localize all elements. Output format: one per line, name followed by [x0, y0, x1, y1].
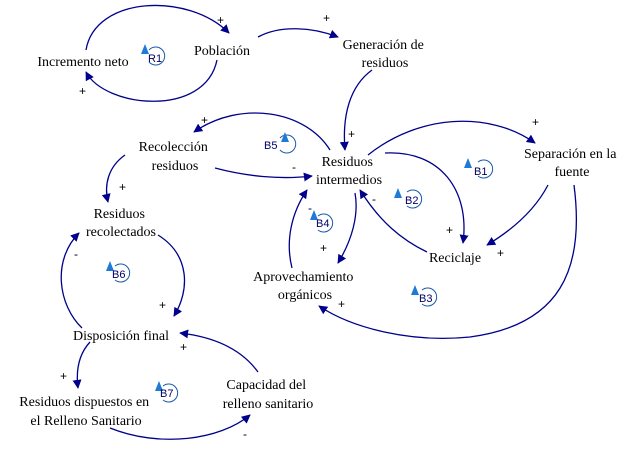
sign-intermedios-to-separacion: + — [532, 115, 539, 129]
node-separacion-fuente[interactable]: Separación en la fuente — [524, 147, 620, 180]
link-aprovechamiento-to-intermedios — [288, 189, 308, 269]
loop-b2-label: B2 — [405, 195, 418, 207]
link-poblacion-to-generacion — [257, 28, 339, 39]
link-incremento-to-poblacion — [85, 4, 230, 51]
loop-b7: B7 — [155, 381, 179, 403]
node-residuos-recolectados[interactable]: Residuos recolectados — [86, 207, 156, 240]
link-disposicion-to-relleno — [72, 341, 91, 389]
loop-b4: B4 — [310, 210, 334, 233]
sign-capacidad-to-disposicion: + — [180, 340, 187, 354]
links — [60, 4, 578, 440]
link-poblacion-to-incremento — [85, 59, 218, 102]
link-recoleccion-to-intermedios — [214, 167, 313, 182]
node-generacion-residuos[interactable]: Generación de residuos — [343, 38, 428, 71]
sign-recoleccion-to-recolectados: + — [119, 180, 126, 194]
sign-aprovechamiento-to-intermedios: - — [308, 201, 312, 215]
link-intermedios-to-separacion — [367, 120, 536, 156]
loop-b7-label: B7 — [160, 388, 173, 400]
sign-incremento-to-poblacion: + — [217, 13, 224, 27]
node-disposicion-final[interactable]: Disposición final — [73, 329, 169, 344]
sign-intermedios-to-reciclaje: + — [446, 223, 453, 237]
node-capacidad-relleno[interactable]: Capacidad del relleno sanitario — [223, 378, 314, 412]
loop-b3-label: B3 — [419, 293, 432, 305]
loop-b6: B6 — [106, 261, 131, 283]
link-intermedios-to-reciclaje — [384, 152, 469, 244]
link-separacion-to-reciclaje — [486, 184, 549, 246]
sign-separacion-to-reciclaje: + — [497, 246, 504, 260]
sign-poblacion-to-generacion: + — [323, 11, 330, 25]
loop-b5-label: B5 — [264, 140, 277, 152]
loop-b2: B2 — [394, 188, 423, 209]
sign-relleno-to-capacidad: - — [243, 427, 247, 441]
nodes: Incremento neto Población Generación de … — [19, 38, 620, 429]
loop-b3: B3 — [411, 285, 438, 307]
loop-b4-label: B4 — [316, 218, 329, 230]
node-reciclaje[interactable]: Reciclaje — [429, 251, 481, 266]
sign-reciclaje-to-intermedios: - — [372, 192, 376, 206]
sign-poblacion-to-incremento: + — [79, 84, 86, 98]
link-generacion-to-intermedios — [339, 69, 373, 151]
node-residuos-intermedios[interactable]: Residuos intermedios — [316, 155, 382, 188]
link-signs: + + + + + - + + + + + - + - + - + - + — [60, 11, 539, 441]
link-capacidad-to-disposicion — [179, 329, 259, 373]
node-incremento-neto[interactable]: Incremento neto — [37, 55, 128, 70]
node-residuos-relleno[interactable]: Residuos dispuestos en el Relleno Sanita… — [19, 395, 152, 429]
sign-separacion-to-aprovechamiento: + — [338, 297, 345, 311]
link-intermedios-to-aprovechamiento — [337, 192, 357, 264]
link-disposicion-to-recolectados — [60, 232, 83, 329]
sign-disposicion-to-relleno: + — [60, 369, 67, 383]
loop-b1-label: B1 — [474, 166, 487, 178]
sign-generacion-to-intermedios: + — [348, 127, 355, 141]
sign-recolectados-to-disposicion: + — [159, 298, 166, 312]
loop-b1: B1 — [464, 158, 494, 179]
sign-intermedios-to-recoleccion: + — [201, 113, 208, 127]
loop-r1-label: R1 — [148, 53, 162, 65]
sign-intermedios-to-aprovechamiento: + — [320, 241, 327, 255]
node-aprovechamiento-organicos[interactable]: Aprovechamiento orgánicos — [253, 270, 357, 303]
loop-r1: R1 — [141, 44, 166, 66]
link-recoleccion-to-recolectados — [101, 154, 126, 203]
link-reciclaje-to-intermedios — [359, 189, 428, 253]
sign-recoleccion-to-intermedios: - — [292, 160, 296, 174]
link-intermedios-to-recoleccion — [193, 112, 331, 151]
link-separacion-to-aprovechamiento — [318, 184, 578, 339]
sign-disposicion-to-recolectados: - — [74, 247, 78, 261]
loop-b6-label: B6 — [112, 269, 125, 281]
node-recoleccion-residuos[interactable]: Recolección residuos — [139, 140, 212, 174]
loop-b5: B5 — [264, 132, 297, 154]
loop-markers: R1 B5 B1 B2 B4 B3 B6 — [106, 44, 494, 403]
link-relleno-to-capacidad — [109, 414, 251, 440]
link-recolectados-to-disposicion — [157, 234, 186, 317]
node-poblacion[interactable]: Población — [194, 44, 250, 59]
